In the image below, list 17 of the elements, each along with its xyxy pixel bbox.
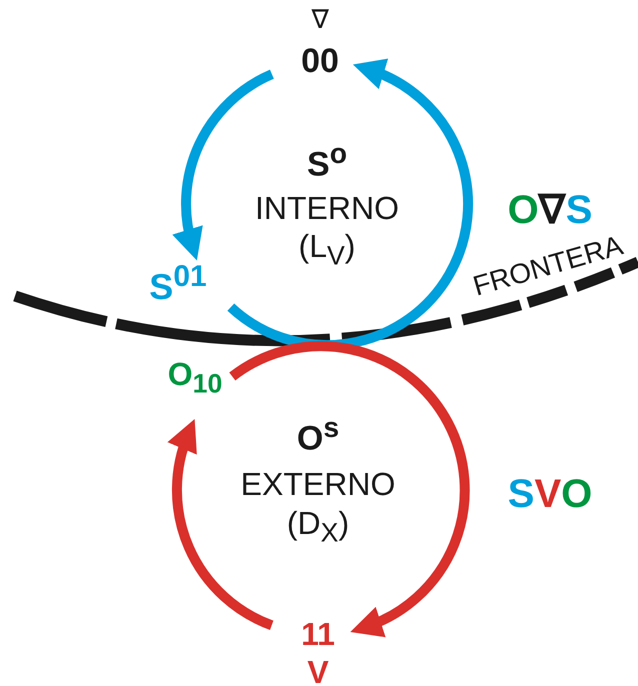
symbol-label: S$^{o}$ [307,140,347,182]
state-label: 11 [301,618,335,650]
region-label: EXTERNO [240,468,396,500]
symbol-label: O$^{s}$ [296,414,340,456]
curved-arrow [229,341,470,636]
word-order-label: O∇S [508,190,592,230]
letter-label: V [307,656,329,686]
state-label: 00 [301,44,339,78]
curved-arrow [172,70,274,261]
region-label: (L$_{V}$) [298,230,356,270]
nabla-symbol: ∇ [312,6,328,32]
curved-arrow [168,418,274,630]
word-order-label: SVO [508,474,592,514]
region-label: (D$_{X}$) [286,507,350,546]
state-label: O$_{10}$ [168,358,222,398]
state-label: S$^{01}$ [149,262,207,305]
region-label: INTERNO [255,192,399,224]
